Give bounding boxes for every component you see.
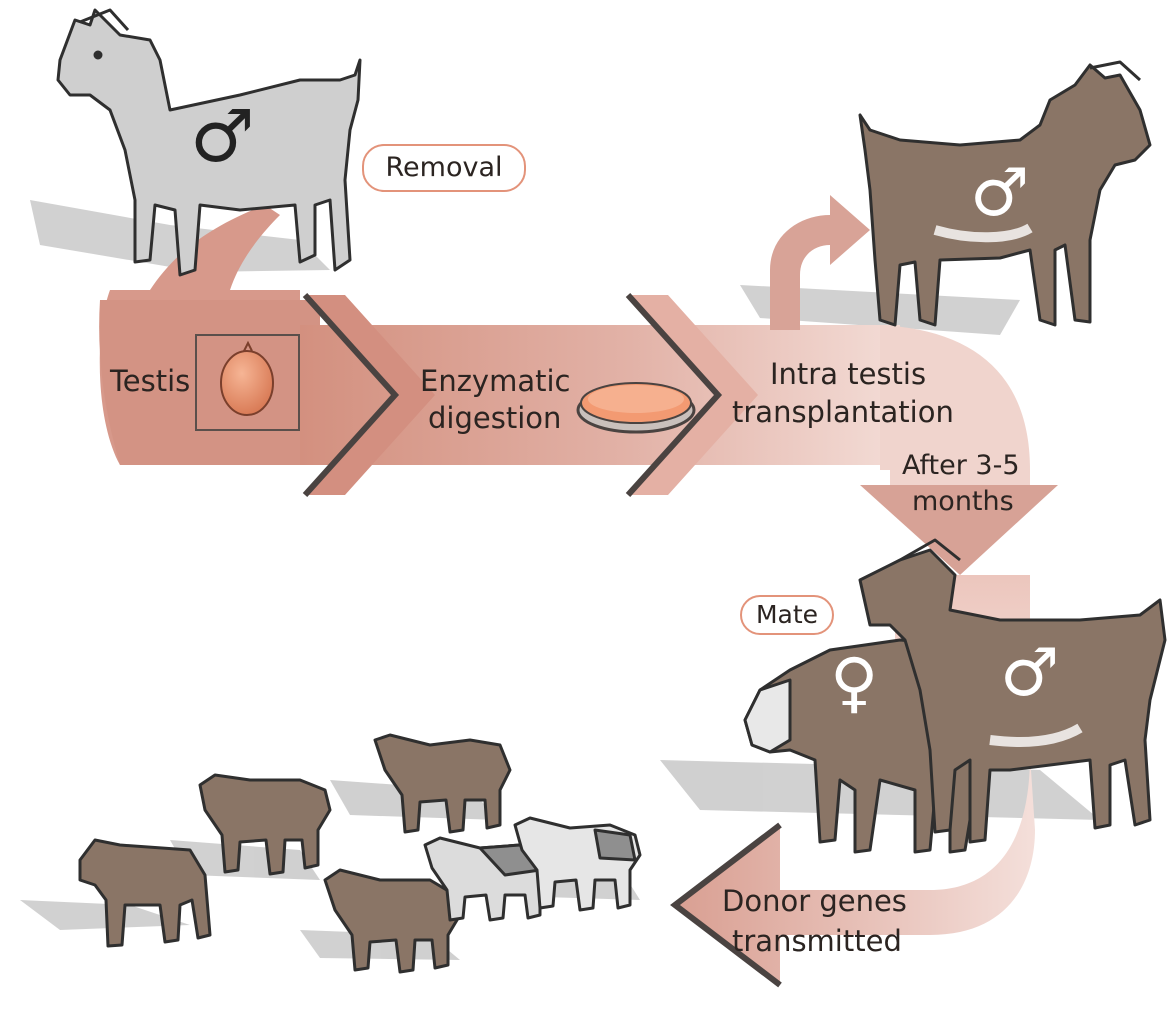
after-months-label-line1: After 3-5: [902, 447, 1020, 485]
intra-testis-label-line1: Intra testis: [770, 355, 926, 393]
testis-icon: [221, 351, 273, 415]
intra-testis-label-line2: transplantation: [732, 393, 954, 431]
donor-genes-label-line1: Donor genes: [722, 882, 907, 920]
female-symbol-mate: ♀: [830, 650, 878, 716]
after-months-label-line2: months: [912, 483, 1014, 521]
donor-genes-label-line2: transmitted: [732, 922, 902, 960]
male-symbol-donor: ♂: [190, 100, 255, 172]
kid-goat-icon: [80, 840, 210, 946]
male-symbol-mate: ♂: [1000, 640, 1059, 706]
enzymatic-label-line1: Enzymatic: [420, 362, 570, 400]
testis-label: Testis: [110, 362, 190, 400]
enzymatic-label-line2: digestion: [428, 399, 561, 437]
kid-goats: [80, 735, 640, 972]
petri-dish-icon: [578, 383, 694, 432]
mate-label: Mate: [740, 595, 834, 635]
removal-label: Removal: [362, 144, 526, 192]
male-symbol-recipient: ♂: [970, 160, 1029, 226]
